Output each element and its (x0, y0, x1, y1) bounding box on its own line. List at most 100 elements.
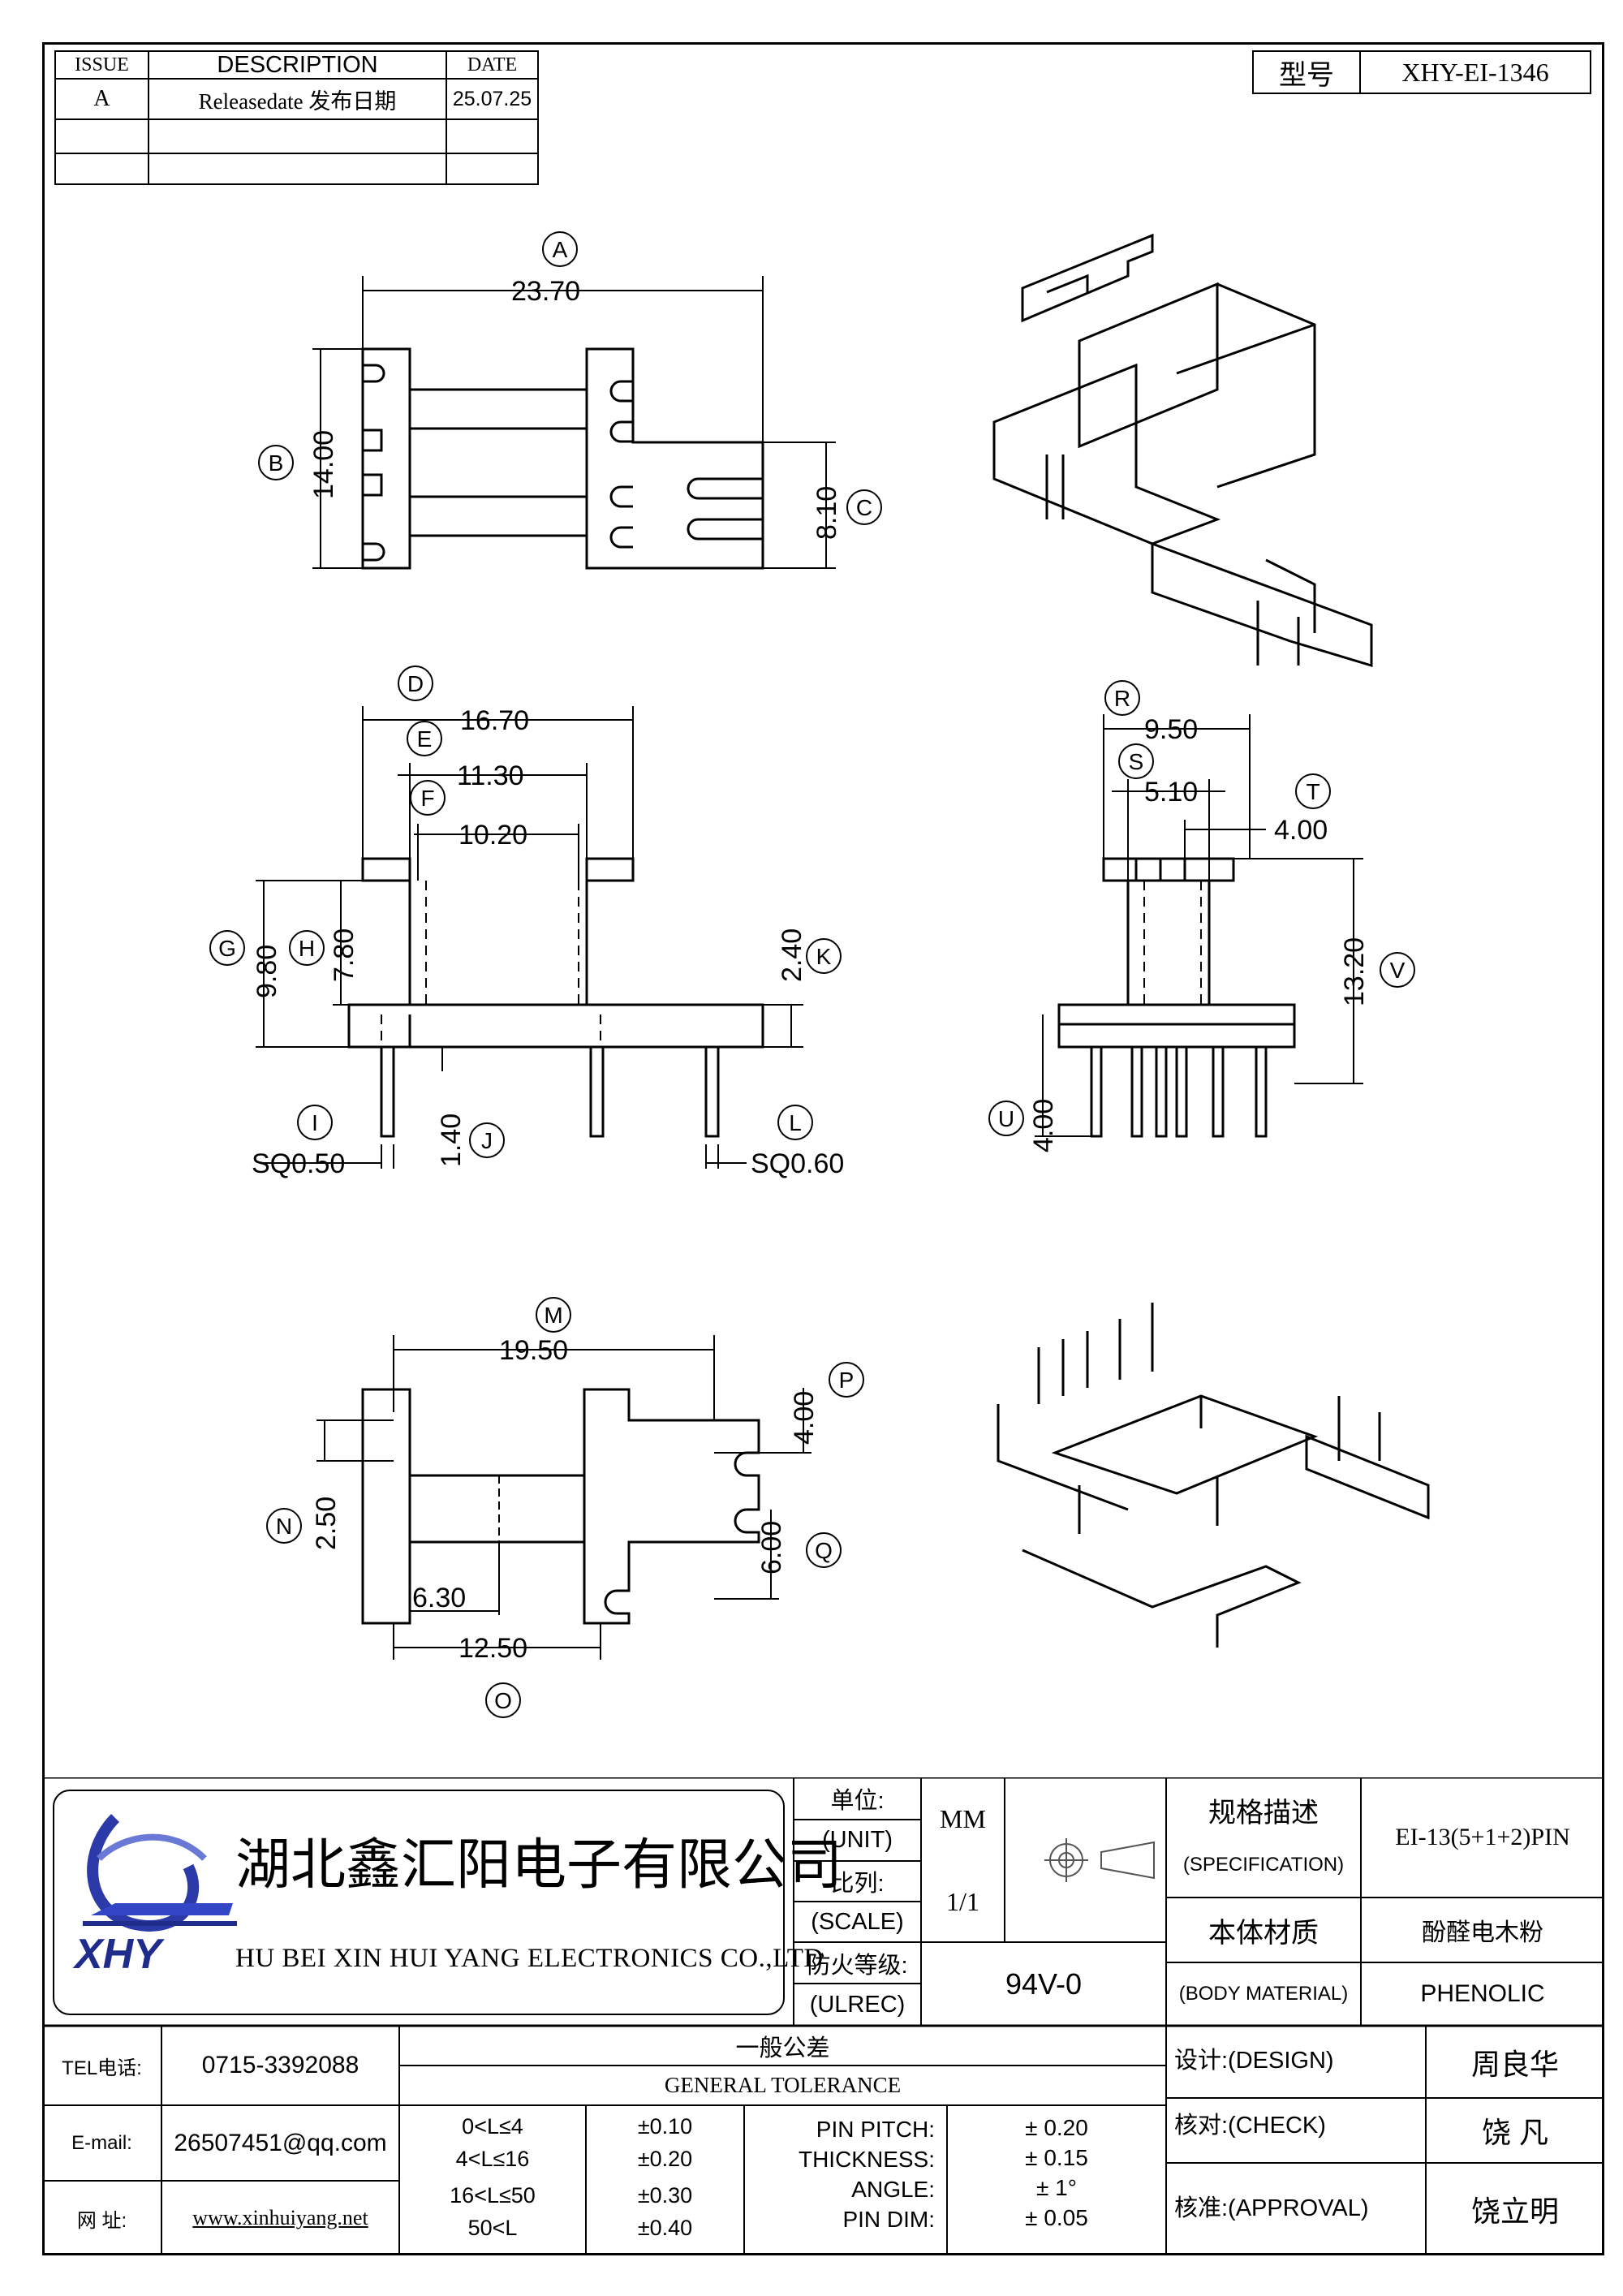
revision-description: Releasedate 发布日期 (198, 88, 397, 114)
col-date-header: DATE (467, 54, 518, 75)
revision-issue: A (93, 86, 110, 111)
label-u: U (998, 1106, 1014, 1131)
unit-label-en: (UNIT) (822, 1827, 893, 1853)
design-label: 设计:(DESIGN) (1174, 2048, 1334, 2074)
tolerance-range: 0<L≤4 (462, 2113, 523, 2139)
approval-value: 饶立明 (1470, 2195, 1559, 2228)
dim-o-value: 12.50 (458, 1633, 527, 1664)
label-h: H (299, 936, 315, 961)
col-issue-header: ISSUE (75, 54, 129, 75)
label-i: I (312, 1110, 318, 1135)
dim-c-value: 8.10 (812, 486, 842, 540)
title-block: XHY 湖北鑫汇阳电子有限公司 HU BEI XIN HUI YANG ELEC… (42, 1777, 1604, 2255)
label-v: V (1390, 958, 1406, 983)
company-logo: XHY (72, 1814, 237, 1978)
check-label: 核对:(CHECK) (1174, 2113, 1326, 2139)
web-link[interactable]: www.xinhuiyang.net (192, 2206, 368, 2229)
label-t: T (1306, 779, 1319, 804)
dim-g-value: 9.80 (252, 945, 282, 998)
dim-b-value: 14.00 (308, 430, 339, 499)
dim-v-value: 13.20 (1339, 937, 1370, 1006)
company-name-cn: 湖北鑫汇阳电子有限公司 (235, 1833, 843, 1898)
dim-u-value: 4.00 (1028, 1099, 1059, 1152)
tolerance-range: 50<L (467, 2215, 518, 2240)
email-label: E-mail: (71, 2131, 132, 2154)
scale-label-cn: 比列: (830, 1871, 885, 1897)
dim-s-value: 5.10 (1144, 777, 1198, 808)
fire-label-cn: 防火等级: (807, 1952, 908, 1979)
col-description-header: DESCRIPTION (217, 51, 378, 78)
design-value: 周良华 (1470, 2047, 1559, 2081)
unit-label-cn: 单位: (830, 1788, 885, 1814)
projection-symbol-icon (1044, 1838, 1155, 1882)
tolerance-value: ±0.10 (637, 2113, 693, 2139)
material-value-cn: 酚醛电木粉 (1422, 1919, 1543, 1946)
technical-drawing: 23.70 14.00 8.10 16.70 11.30 10.20 9.80 … (209, 231, 1430, 1718)
label-c: C (856, 495, 872, 520)
logo-text: XHY (72, 1931, 165, 1978)
unit-value: MM (940, 1804, 986, 1833)
tolerance-range: 16<L≤50 (450, 2182, 536, 2208)
top-view-outline (361, 347, 764, 570)
tel-value: 0715-3392088 (201, 2052, 359, 2078)
label-p: P (839, 1368, 855, 1393)
drawing-border (42, 42, 1604, 2255)
side-view-hidden-lines (1143, 881, 1202, 1005)
spec-label-en: (SPECIFICATION) (1182, 1853, 1345, 1876)
title-block-grid (42, 1777, 1604, 2255)
scale-label-en: (SCALE) (811, 1908, 904, 1935)
tolerance-value: ±0.30 (637, 2182, 693, 2208)
dim-q-value: 6.00 (756, 1521, 787, 1574)
pin-spec-value: ± 1° (1036, 2175, 1077, 2200)
model-box: 型号 XHY-EI-1346 (1252, 50, 1591, 94)
label-o: O (494, 1688, 512, 1713)
revision-date: 25.07.25 (452, 87, 532, 110)
label-f: F (420, 786, 434, 811)
label-e: E (417, 726, 433, 752)
tel-label: TEL电话: (62, 2057, 142, 2079)
fire-label-en: (ULREC) (809, 1991, 906, 2018)
web-label: 网 址: (76, 2209, 127, 2232)
check-value: 饶 凡 (1481, 2116, 1548, 2149)
label-b: B (269, 450, 284, 476)
dim-d-value: 16.70 (460, 705, 529, 736)
material-label-en: (BODY MATERIAL) (1178, 1983, 1349, 2005)
dim-f-value: 10.20 (458, 820, 527, 851)
dim-i-value: SQ0.50 (252, 1148, 345, 1179)
pin-spec-label: PIN PITCH: (816, 2117, 935, 2142)
label-a: A (553, 237, 568, 262)
dim-h-value: 7.80 (329, 928, 359, 982)
approval-label: 核准:(APPROVAL) (1174, 2195, 1369, 2221)
label-n: N (276, 1514, 292, 1539)
dim-l-value: SQ0.60 (751, 1148, 844, 1179)
pin-spec-value: ± 0.20 (1025, 2115, 1088, 2140)
dim-n-value: 2.50 (311, 1497, 342, 1550)
side-view-outline (1057, 857, 1296, 1138)
spec-label-cn: 规格描述 (1208, 1797, 1319, 1829)
label-m: M (544, 1303, 562, 1328)
label-s: S (1129, 749, 1144, 774)
material-value-en: PHENOLIC (1420, 1980, 1545, 2007)
label-l: L (789, 1110, 802, 1135)
tolerance-value: ±0.40 (637, 2215, 693, 2240)
label-q: Q (815, 1538, 833, 1563)
company-name-en: HU BEI XIN HUI YANG ELECTRONICS CO.,LTD (235, 1944, 824, 1973)
label-k: K (816, 944, 832, 969)
dim-a-value: 23.70 (511, 276, 580, 307)
dim-m-value: 19.50 (499, 1335, 568, 1366)
model-value: XHY-EI-1346 (1401, 57, 1549, 87)
dim-pin-offset-value: 6.30 (412, 1583, 466, 1613)
material-label-cn: 本体材质 (1208, 1917, 1319, 1949)
label-j: J (481, 1128, 493, 1153)
dim-e-value: 11.30 (457, 760, 524, 791)
dim-r-value: 9.50 (1144, 714, 1198, 745)
email-value: 26507451@qq.com (174, 2129, 387, 2156)
front-view-hidden-lines (381, 881, 601, 1047)
isometric-view-top (992, 233, 1373, 668)
dim-t-value: 4.00 (1274, 815, 1328, 846)
pin-spec-label: ANGLE: (851, 2177, 935, 2202)
tolerance-title-en: GENERAL TOLERANCE (664, 2073, 902, 2097)
spec-value: EI-13(5+1+2)PIN (1395, 1824, 1570, 1850)
pin-spec-value: ± 0.15 (1025, 2145, 1088, 2170)
pin-spec-label: THICKNESS: (798, 2147, 935, 2172)
